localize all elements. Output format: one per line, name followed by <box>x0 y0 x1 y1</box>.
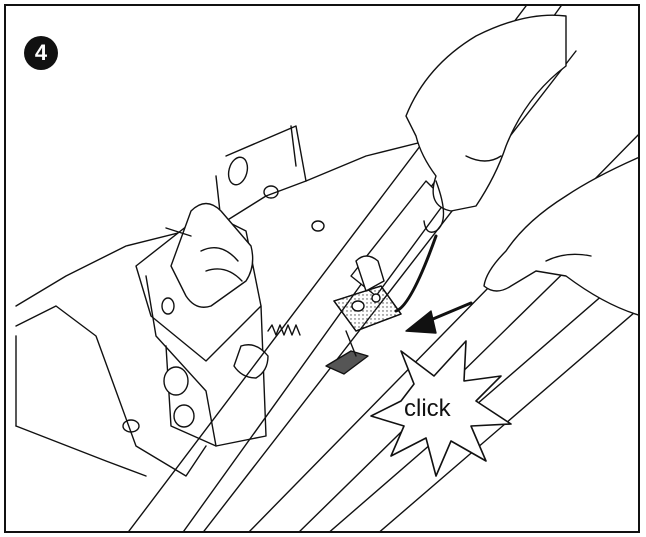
push-arrow <box>405 301 473 334</box>
latch-block <box>135 202 269 447</box>
cable-housing <box>350 180 447 297</box>
spring <box>267 324 301 336</box>
cable-clip <box>325 285 402 375</box>
click-callout-label: click <box>404 395 451 422</box>
upper-hand <box>394 14 567 313</box>
illustration-frame: 4 click <box>4 4 640 533</box>
right-hand <box>483 157 638 316</box>
mechanism-illustration <box>15 6 638 531</box>
base-plate <box>15 125 447 477</box>
step-number-badge: 4 <box>24 36 58 70</box>
click-starburst <box>370 340 512 477</box>
